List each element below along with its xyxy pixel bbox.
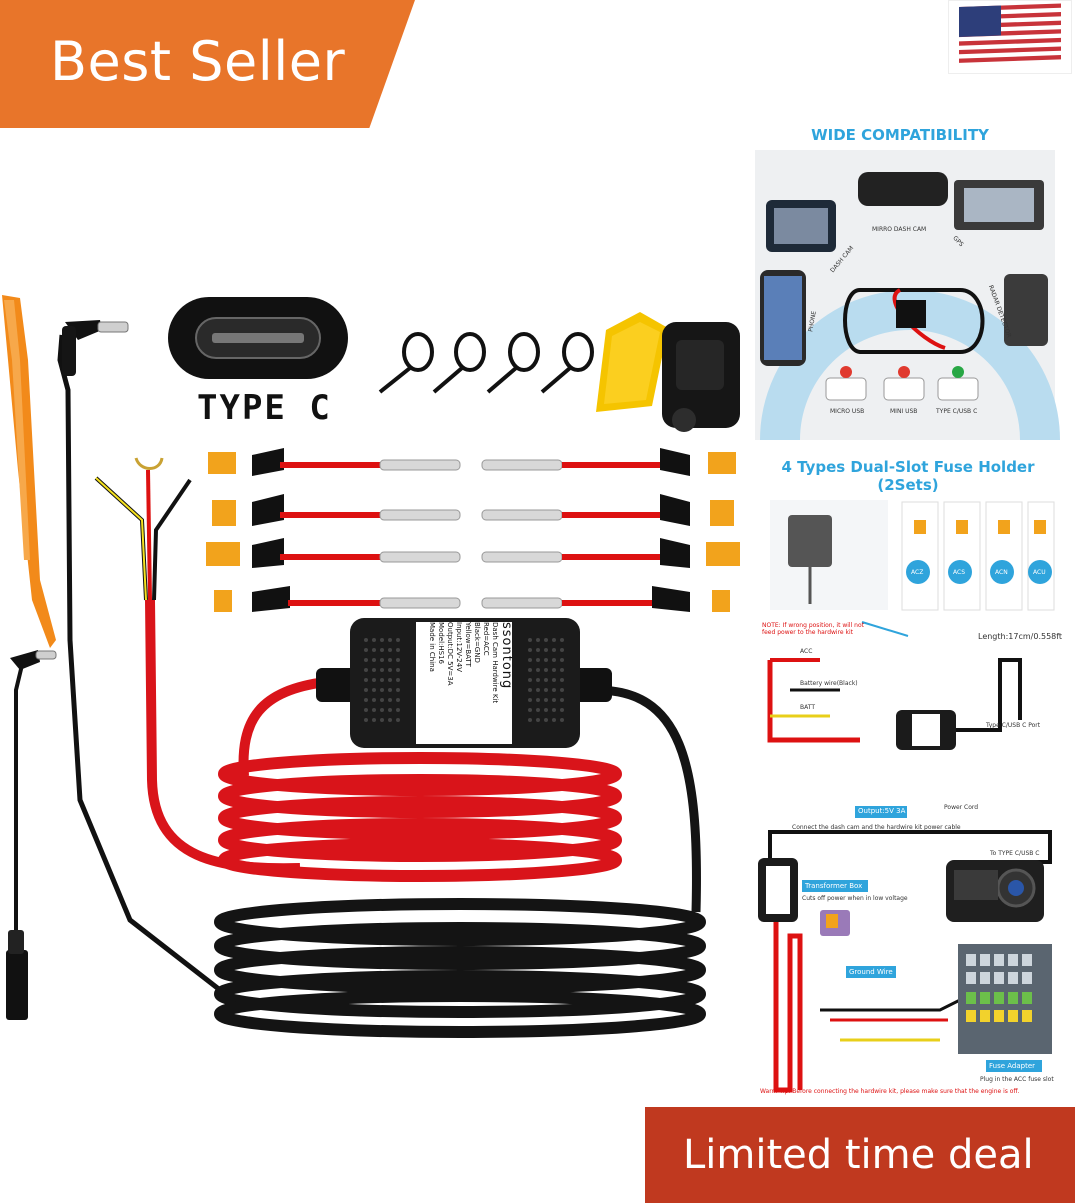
fuse-length: Length:17cm/0.558ft (978, 632, 1063, 641)
red-cable-coil-icon (218, 752, 622, 882)
port-label-typec: TYPE C/USB C (936, 408, 978, 415)
type-c-port-icon (168, 297, 348, 379)
converter-box-icon (316, 618, 612, 748)
mirror-dash-cam-icon (858, 172, 948, 206)
install-ground: Ground Wire (849, 968, 893, 976)
install-power-cord: Power Cord (944, 804, 979, 811)
black-cable-coil-icon (214, 898, 706, 1038)
fuse-types-icon (901, 501, 1055, 611)
fuse-type-acu: ACU (1033, 569, 1046, 576)
short-cable-icon (6, 650, 57, 1020)
fuse-type-acn: ACN (995, 569, 1008, 576)
fuse-note: NOTE: If wrong position, it will not fee… (762, 622, 864, 636)
fuse-wire-ground: Battery wire(Black) (800, 680, 858, 687)
install-transformer: Transformer Box (805, 882, 863, 890)
us-flag-icon (948, 0, 1072, 74)
install-fuse-adapter: Fuse Adapter (989, 1062, 1036, 1070)
compat-title: WIDE COMPATIBILITY (811, 126, 989, 144)
cable-ties-icon (378, 332, 594, 394)
pry-tool-icon (2, 295, 56, 648)
install-to-type-c: To TYPE C/USB C (990, 850, 1040, 857)
type-c-cable-icon (57, 320, 222, 992)
limited-deal-text: Limited time deal (683, 1132, 1034, 1178)
harness-pigtail-icon (94, 457, 192, 601)
port-label-mini: MINI USB (890, 408, 918, 415)
compat-label-mirror: MIRRO DASH CAM (872, 226, 927, 233)
type-c-label: TYPE C (197, 388, 332, 428)
best-seller-badge: Best Seller (0, 0, 415, 128)
install-fuse-adapter-sub: Plug in the ACC fuse slot (980, 1076, 1054, 1083)
port-label-micro: MICRO USB (830, 408, 865, 415)
fuse-wire-batt: BATT (800, 704, 815, 711)
fuse-taps-icon (206, 448, 740, 612)
wire-connector-icon (596, 312, 668, 412)
fuse-title-line2: (2Sets) (877, 476, 939, 494)
install-transformer-sub: Cuts off power when in low voltage (802, 895, 908, 902)
x-mark-icon (840, 366, 852, 378)
check-mark-icon (952, 366, 964, 378)
limited-deal-badge: Limited time deal (645, 1107, 1075, 1203)
fuse-holder-icon (788, 515, 832, 567)
x-mark-icon (898, 366, 910, 378)
install-warm-tip: Warm Tip: Before connecting the hardwire… (760, 1088, 1020, 1095)
ferrite-core-icon (662, 322, 740, 432)
fuse-type-acs: ACS (953, 569, 965, 576)
fuse-type-acz: ACZ (911, 569, 924, 576)
install-connect: Connect the dash cam and the hardwire ki… (792, 824, 961, 831)
install-output: Output:5V 3A (858, 807, 906, 815)
fuse-wire-acc: ACC (800, 648, 813, 655)
radar-detector-icon (1004, 274, 1048, 346)
best-seller-text: Best Seller (50, 30, 346, 93)
fuse-title-line1: 4 Types Dual-Slot Fuse Holder (781, 458, 1035, 476)
fuse-port-label: Type C/USB C Port (986, 722, 1041, 729)
